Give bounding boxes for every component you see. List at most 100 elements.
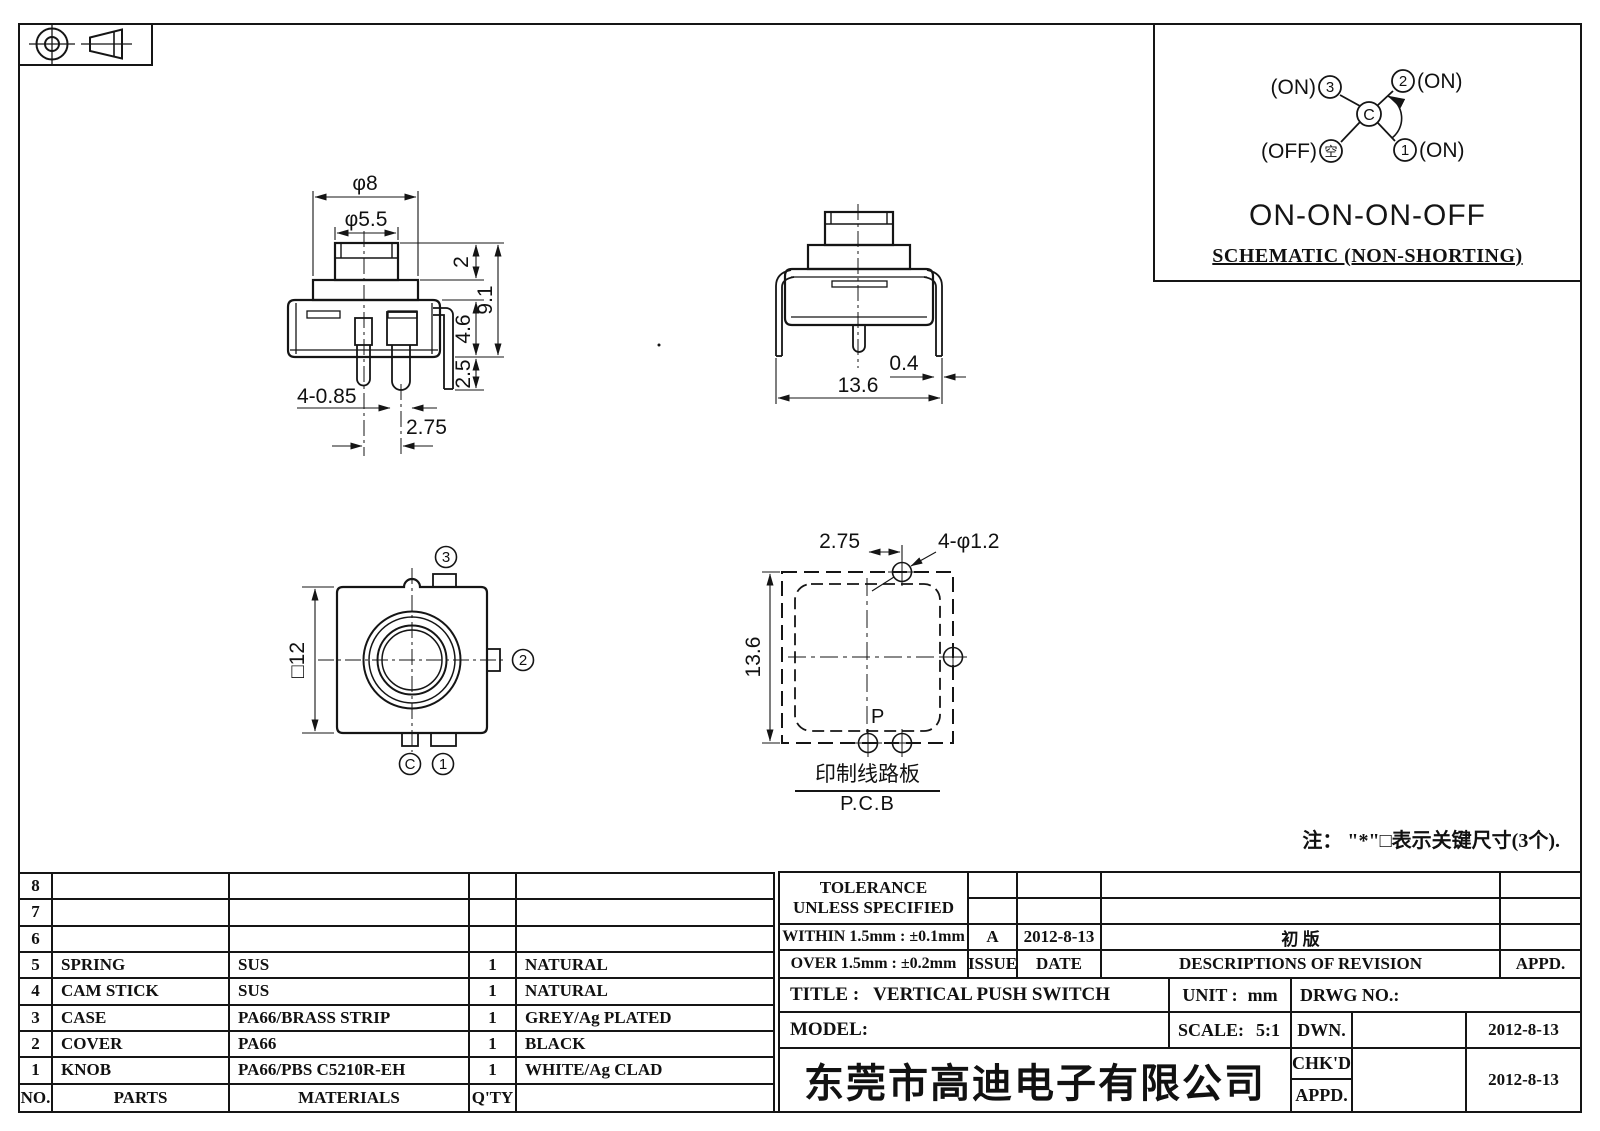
dwn-date-cell: 2012-8-13 xyxy=(1467,1013,1580,1049)
revision-appd-label: APPD. xyxy=(1515,954,1566,973)
unit-value: mm xyxy=(1247,984,1278,1005)
parts-header-parts: PARTS xyxy=(53,1084,230,1111)
part-material xyxy=(230,874,470,901)
part-name: KNOB xyxy=(53,1058,230,1085)
revision-empty-cell xyxy=(1501,873,1580,899)
part-qty: 1 xyxy=(470,1058,517,1085)
schematic-terminal-3: 3 xyxy=(1326,79,1334,96)
top-terminal-3: 3 xyxy=(442,549,450,566)
drawing-title: VERTICAL PUSH SWITCH xyxy=(873,984,1111,1005)
part-material: PA66/BRASS STRIP xyxy=(230,1005,470,1032)
part-no: 6 xyxy=(20,926,53,953)
parts-header-finish xyxy=(517,1085,773,1111)
schematic-diagram xyxy=(1318,69,1417,163)
side-view-dimensions xyxy=(775,358,966,404)
pcb-point-label: P xyxy=(871,706,884,728)
top-terminal-1: 1 xyxy=(439,756,447,773)
switch-function-label: ON-ON-ON-OFF xyxy=(1249,199,1486,232)
pcb-caption: 印制线路板 P.C.B xyxy=(795,758,940,816)
appd-label-cell: APPD. xyxy=(1292,1080,1353,1111)
unit-cell: UNIT : mm xyxy=(1170,979,1292,1013)
dim-front-dia-knob: φ5.5 xyxy=(345,208,388,231)
part-name xyxy=(53,900,230,927)
dwn-signature-cell xyxy=(1353,1013,1467,1049)
dim-front-dia-step: φ8 xyxy=(352,172,377,195)
part-name: COVER xyxy=(53,1032,230,1059)
model-cell: MODEL: xyxy=(780,1013,1170,1049)
parts-header-materials: MATERIALS xyxy=(230,1084,470,1111)
key-dimension-note: 注： "*"□表示关键尺寸(3个). xyxy=(1302,830,1560,852)
part-material: SUS xyxy=(230,979,470,1006)
revision-date-label: DATE xyxy=(1018,951,1102,977)
part-no: 2 xyxy=(20,1032,53,1059)
schematic-caption: SCHEMATIC (NON-SHORTING) xyxy=(1212,245,1523,267)
part-finish: BLACK xyxy=(517,1032,773,1059)
part-finish: NATURAL xyxy=(517,979,773,1006)
scale-cell: SCALE: 5:1 xyxy=(1170,1013,1292,1049)
parts-header-qty: Q'TY xyxy=(470,1084,517,1111)
part-no: 1 xyxy=(20,1058,53,1085)
dim-side-leg-thickness: 0.4 xyxy=(889,352,919,375)
tolerance-title: TOLERANCE xyxy=(819,878,928,897)
part-qty xyxy=(470,900,517,927)
pcb-view-dimensions xyxy=(762,545,937,744)
part-name: CASE xyxy=(53,1005,230,1032)
top-terminal-c: C xyxy=(405,756,416,773)
title-block: TITLE : VERTICAL PUSH SWITCH UNIT : mm D… xyxy=(778,977,1582,1113)
part-name: CAM STICK xyxy=(53,979,230,1006)
part-finish: WHITE/Ag CLAD xyxy=(517,1058,773,1085)
top-view-dimensions xyxy=(302,586,334,734)
part-no: 7 xyxy=(20,900,53,927)
parts-table: 8 7 6 5 SPRING SUS 1 NATURAL 4 CAM STICK… xyxy=(18,872,775,1113)
dwn-label-cell: DWN. xyxy=(1292,1013,1353,1049)
part-name xyxy=(53,874,230,901)
drwg-no-cell: DRWG NO.: xyxy=(1292,979,1580,1013)
revision-description-value: 初 版 xyxy=(1102,925,1501,951)
dim-front-h-body: 4.6 xyxy=(452,314,475,343)
revision-appd-value xyxy=(1501,925,1580,951)
scale-value: 5:1 xyxy=(1256,1019,1281,1040)
dim-pcb-size: 13.6 xyxy=(742,637,765,678)
dim-front-pin-size: 4-0.85 xyxy=(297,385,357,408)
part-material: PA66/PBS C5210R-EH xyxy=(230,1058,470,1085)
revision-empty-cell xyxy=(969,899,1018,925)
unit-label: UNIT : xyxy=(1182,984,1238,1005)
tolerance-header: TOLERANCE UNLESS SPECIFIED xyxy=(780,873,969,925)
part-qty: 1 xyxy=(470,1032,517,1059)
part-qty xyxy=(470,874,517,901)
pcb-caption-chinese: 印制线路板 xyxy=(795,758,940,792)
top-terminal-2: 2 xyxy=(519,652,527,669)
revision-empty-cell xyxy=(1018,873,1102,899)
dim-front-h-total: 9.1 xyxy=(474,285,497,314)
chkd-appd-signature-cell xyxy=(1353,1049,1467,1111)
parts-header-no: NO. xyxy=(20,1084,53,1111)
revision-issue-value: A xyxy=(969,925,1018,951)
projection-symbol-icon xyxy=(29,23,132,64)
part-material xyxy=(230,926,470,953)
tolerance-over: OVER 1.5mm : ±0.2mm xyxy=(780,951,969,977)
part-material: SUS xyxy=(230,953,470,980)
dim-top-size: □12 xyxy=(286,642,309,678)
part-finish: NATURAL xyxy=(517,953,773,980)
dim-front-pin-pitch: 2.75 xyxy=(406,416,447,439)
dim-front-h-knob: 2 xyxy=(450,256,473,268)
part-name xyxy=(53,926,230,953)
model-label: MODEL: xyxy=(790,1019,869,1040)
schematic-common: C xyxy=(1363,107,1375,124)
tolerance-subtitle: UNLESS SPECIFIED xyxy=(792,898,955,917)
side-view xyxy=(775,204,943,368)
part-finish xyxy=(517,900,773,927)
revision-issue-label: ISSUE xyxy=(969,951,1018,977)
revision-description-label: DESCRIPTIONS OF REVISION xyxy=(1102,951,1501,977)
schematic-terminal-2: 2 xyxy=(1399,73,1407,90)
revision-date-value: 2012-8-13 xyxy=(1018,925,1102,951)
revision-table: TOLERANCE UNLESS SPECIFIED WITHIN 1.5mm … xyxy=(778,871,1582,979)
chkd-date-cell: 2012-8-13 xyxy=(1488,1070,1559,1089)
part-qty: 1 xyxy=(470,979,517,1006)
revision-empty-cell xyxy=(969,873,1018,899)
part-no: 3 xyxy=(20,1005,53,1032)
schematic-state-1: (ON) xyxy=(1419,139,1465,162)
projection-symbol-box xyxy=(18,23,153,66)
